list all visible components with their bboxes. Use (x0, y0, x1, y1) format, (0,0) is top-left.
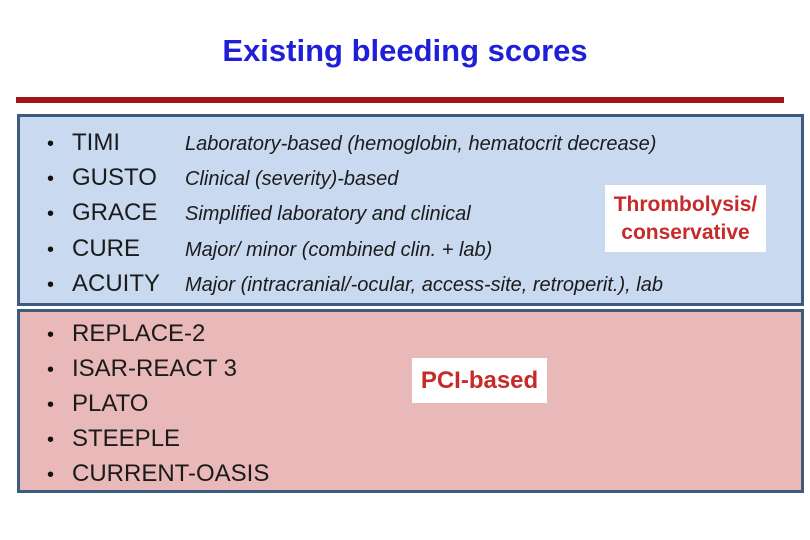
score-name: STEEPLE (72, 425, 181, 452)
thrombolysis-label: Thrombolysis/ conservative (605, 185, 766, 252)
score-row: • ISAR-REACT 3 (47, 351, 801, 386)
score-row: • PLATO (47, 386, 801, 421)
thrombolysis-scores-list: • TIMI Laboratory-based (hemoglobin, hemat… (20, 117, 801, 301)
pci-scores-list: • REPLACE-2 • ISAR-REACT 3 • PLATO • STEEPLE… (20, 312, 801, 490)
score-name: GUSTO (72, 164, 157, 192)
title-divider-line (16, 97, 784, 103)
bullet-icon: • (47, 133, 55, 155)
score-description: Clinical (severity)-based (185, 168, 399, 191)
bullet-icon: • (47, 203, 55, 226)
bullet-icon: • (47, 273, 55, 296)
bullet-icon: • (47, 394, 55, 416)
score-name: PLATO (72, 390, 149, 417)
score-name: CURRENT-OASIS (72, 460, 270, 487)
score-description: Major (intracranial/-ocular, access-site… (185, 273, 663, 296)
score-name: CURE (72, 234, 141, 262)
slide-title: Existing bleeding scores (222, 33, 588, 68)
score-name: REPLACE-2 (72, 320, 206, 347)
bullet-icon: • (47, 464, 55, 486)
bullet-icon: • (47, 324, 55, 346)
score-name: ISAR-REACT 3 (72, 355, 237, 382)
score-row: • STEEPLE (47, 421, 801, 456)
thrombolysis-label-line2: conservative (621, 220, 750, 244)
bullet-icon: • (47, 238, 55, 261)
pci-scores-box: • REPLACE-2 • ISAR-REACT 3 • PLATO • STEEPLE… (17, 309, 804, 493)
score-name: TIMI (72, 129, 120, 156)
thrombolysis-label-line1: Thrombolysis/ (613, 192, 758, 216)
score-row: • TIMI Laboratory-based (hemoglobin, hemat… (47, 125, 801, 160)
score-row: • ACUITY Major (intracranial/-ocular, acce… (47, 266, 801, 301)
bullet-icon: • (47, 429, 55, 451)
pci-label: PCI-based (412, 358, 547, 403)
score-row: • GRACE Simplified laboratory and clinical (47, 195, 801, 230)
pci-label-text: PCI-based (420, 367, 539, 394)
score-row: • REPLACE-2 (47, 316, 801, 351)
score-description: Major/ minor (combined clin. + lab) (185, 238, 493, 261)
score-row: • CURE Major/ minor (combined clin. + lab) (47, 231, 801, 266)
score-name: ACUITY (72, 269, 161, 297)
score-row: • GUSTO Clinical (severity)-based (47, 160, 801, 195)
score-description: Laboratory-based (hemoglobin, hematocrit… (185, 133, 657, 155)
score-description: Simplified laboratory and clinical (185, 203, 471, 226)
score-name: GRACE (72, 199, 158, 227)
bullet-icon: • (47, 359, 55, 381)
bullet-icon: • (47, 168, 55, 191)
score-row: • CURRENT-OASIS (47, 456, 801, 490)
